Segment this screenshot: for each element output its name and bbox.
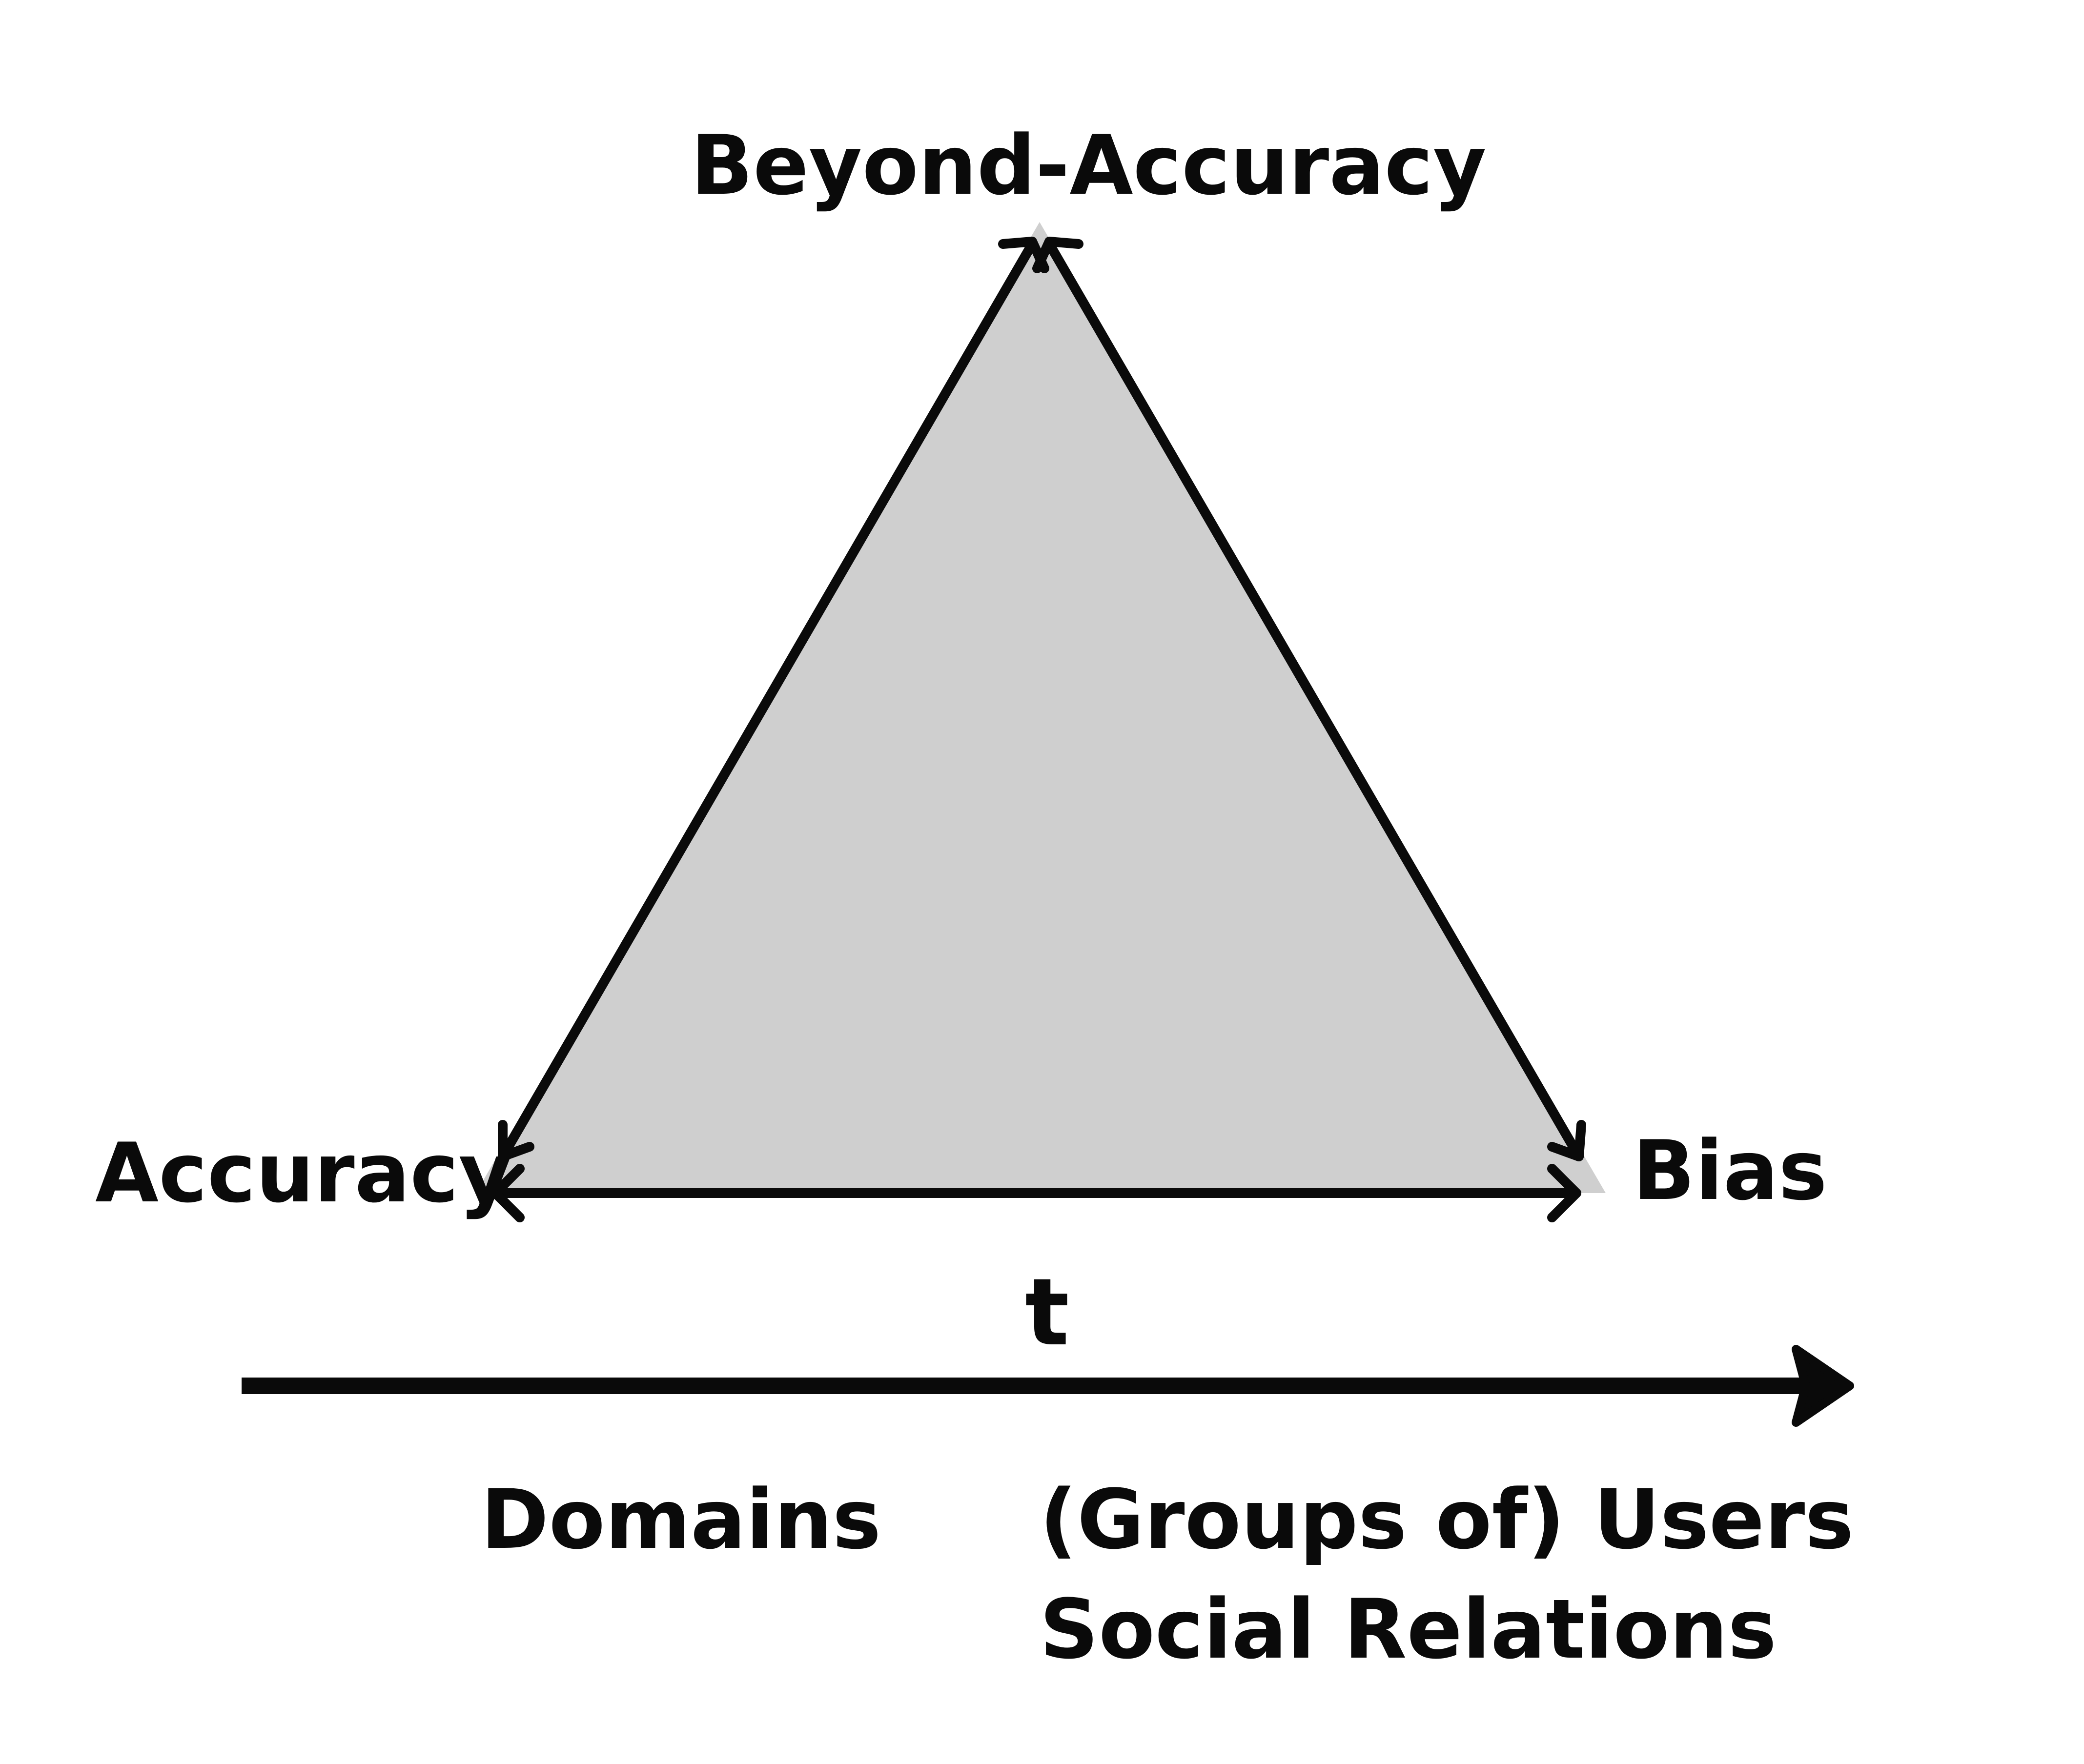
- label-social-relations: Social Relations: [1040, 1582, 1777, 1677]
- time-axis-arrowhead: [1792, 1345, 1854, 1427]
- node-bias: Bias: [1633, 1123, 1827, 1218]
- time-axis-arrow: [242, 1345, 1854, 1427]
- time-axis-label: t: [1025, 1258, 1069, 1366]
- triangle-area: [476, 222, 1606, 1193]
- label-domains: Domains: [481, 1472, 881, 1567]
- node-beyond-accuracy: Beyond-Accuracy: [691, 118, 1487, 213]
- edge-accuracy-bias: [490, 1164, 1581, 1222]
- edge-beyond-bias: [1032, 237, 1586, 1161]
- node-accuracy: Accuracy: [95, 1125, 512, 1221]
- label-groups-of-users: (Groups of) Users: [1040, 1472, 1854, 1567]
